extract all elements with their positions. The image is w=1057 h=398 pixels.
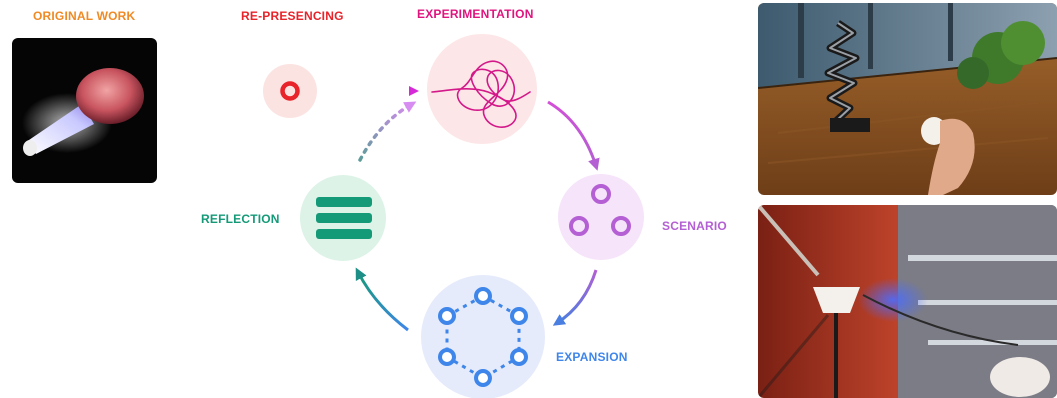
label-reflection: REFLECTION: [201, 212, 280, 226]
three-circles-icon: [569, 184, 631, 236]
photo-ceiling-lamp: [758, 205, 1057, 398]
node-experimentation: [427, 34, 537, 144]
photo-desk-sculpture: [758, 3, 1057, 195]
arrow-experimentation-to-scenario: [547, 100, 600, 171]
label-original-work: ORIGINAL WORK: [33, 9, 136, 23]
label-scenario: SCENARIO: [662, 219, 727, 233]
node-scenario: [558, 174, 644, 260]
node-expansion: [421, 275, 545, 398]
label-expansion: EXPANSION: [556, 350, 628, 364]
node-reflection: [300, 175, 386, 261]
process-diagram: [173, 34, 644, 398]
scribble-icon: [431, 60, 531, 128]
ring-of-nodes-icon: [438, 287, 528, 387]
label-experimentation: EXPERIMENTATION: [417, 7, 534, 21]
arrow-reflection-to-experimentation: [358, 101, 417, 162]
node-re-presencing: [263, 64, 317, 118]
arrow-expansion-to-reflection: [355, 267, 409, 332]
stacked-bars-icon: [316, 197, 372, 239]
label-re-presencing: RE-PRESENCING: [241, 9, 344, 23]
arrow-scenario-to-expansion: [552, 269, 598, 326]
ring-icon: [280, 81, 300, 101]
original-work-image: [12, 38, 157, 183]
